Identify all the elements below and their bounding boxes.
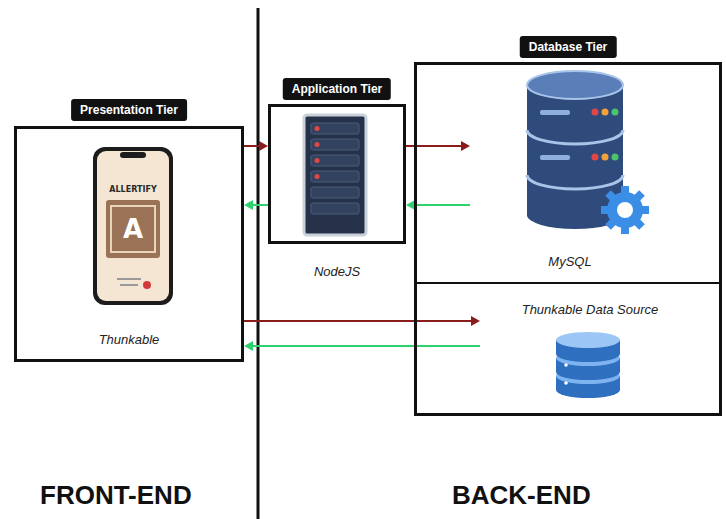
tier-box: Database TierMySQLThunkable Data Source bbox=[414, 62, 722, 416]
tier-box: Application TierNodeJS bbox=[268, 104, 406, 244]
database-section: MySQL bbox=[470, 68, 670, 280]
tier-heading: Presentation Tier bbox=[71, 99, 187, 121]
side-heading: BACK-END bbox=[452, 480, 591, 511]
mysql-database-icon bbox=[527, 71, 649, 234]
flow-arrow bbox=[244, 341, 480, 351]
tool-caption: NodeJS bbox=[271, 264, 403, 279]
flow-arrow bbox=[244, 316, 480, 326]
phone-illustration bbox=[93, 147, 173, 305]
database-caption: Thunkable Data Source bbox=[480, 302, 700, 317]
tier-heading: Application Tier bbox=[283, 78, 391, 100]
tier-box: Presentation TierThunkable bbox=[14, 126, 244, 362]
flow-arrow bbox=[244, 141, 268, 151]
side-heading: FRONT-END bbox=[40, 480, 192, 511]
tier-heading: Database Tier bbox=[520, 36, 617, 58]
database-section: Thunkable Data Source bbox=[480, 296, 700, 406]
flow-arrow bbox=[244, 200, 268, 210]
database-caption: MySQL bbox=[470, 254, 670, 269]
data-source-icon bbox=[556, 332, 620, 398]
app-name: ALLERTIFY bbox=[109, 185, 156, 194]
server-icon bbox=[304, 115, 366, 235]
app-logo-letter: A bbox=[123, 214, 143, 244]
front-back-divider bbox=[257, 8, 260, 519]
database-section-divider bbox=[414, 282, 722, 284]
tool-caption: Thunkable bbox=[17, 332, 241, 347]
